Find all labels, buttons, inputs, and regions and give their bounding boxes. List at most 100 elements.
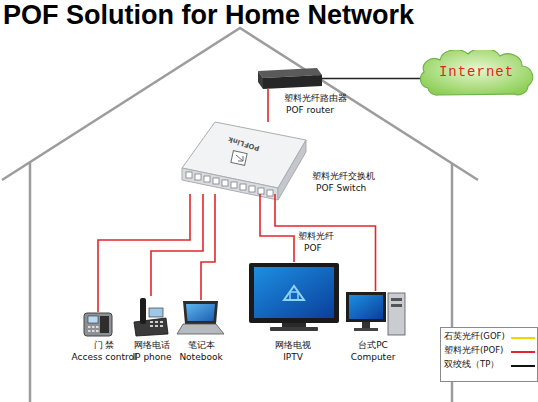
brand-label: POFLink bbox=[228, 134, 261, 151]
ip-phone-icon bbox=[150, 325, 153, 327]
device-label: POF Switch bbox=[316, 184, 366, 194]
cloud-outline bbox=[420, 50, 532, 95]
computer-icon bbox=[362, 322, 370, 328]
notebook-icon bbox=[177, 301, 224, 334]
ip-phone-icon bbox=[160, 325, 163, 327]
legend-box bbox=[511, 351, 535, 353]
ip-phone-icon bbox=[155, 325, 158, 327]
ip-phone-icon bbox=[140, 298, 146, 324]
router-box: 塑料光纤路由器POF router bbox=[255, 68, 322, 89]
iptv-icon bbox=[254, 267, 334, 318]
switch-ports bbox=[186, 172, 192, 178]
internet-cloud: Internet bbox=[418, 50, 535, 98]
access-control-icon bbox=[84, 313, 112, 336]
switch-icon bbox=[278, 140, 306, 200]
switch-ports bbox=[258, 188, 264, 194]
notebook-icon bbox=[177, 324, 224, 334]
access-control-icon bbox=[88, 326, 99, 332]
access-control-icon bbox=[96, 326, 99, 328]
device-label: IP phone bbox=[132, 353, 171, 363]
fiber-connector bbox=[275, 194, 376, 291]
device-label: Computer bbox=[351, 353, 396, 363]
access-control-icon bbox=[88, 330, 91, 332]
iptv-icon bbox=[249, 263, 339, 323]
device-label: POF router bbox=[286, 106, 334, 116]
fiber-connector bbox=[151, 194, 203, 296]
device-label: 网络电话 bbox=[134, 341, 170, 351]
computer-icon bbox=[388, 293, 405, 335]
fiber-connector bbox=[322, 78, 421, 80]
switch-ports bbox=[249, 186, 255, 192]
iptv-icon bbox=[284, 286, 304, 300]
device-label: 台式PC bbox=[358, 341, 388, 351]
device-box: 网络电视IPTV bbox=[248, 262, 340, 332]
house-outline bbox=[29, 162, 32, 402]
access-control-icon bbox=[88, 326, 91, 328]
router-icon bbox=[258, 71, 263, 89]
cable-label: 塑料光纤 bbox=[298, 232, 334, 242]
router-icon bbox=[258, 68, 322, 89]
device-label: IPTV bbox=[283, 353, 303, 363]
house-outline bbox=[2, 28, 478, 180]
computer-icon bbox=[354, 328, 378, 331]
legend-text: 双绞线（TP） bbox=[444, 360, 499, 369]
device-label: 笔记本 bbox=[188, 341, 215, 351]
ip-phone-icon bbox=[150, 321, 153, 323]
access-control-icon bbox=[84, 313, 112, 336]
iptv-icon bbox=[249, 263, 339, 331]
switch-box: 塑料光纤交换机POF Switch bbox=[178, 122, 306, 194]
device-label: 塑料光纤路由器 bbox=[284, 94, 347, 104]
iptv-icon bbox=[270, 327, 318, 331]
switch-ports bbox=[267, 190, 273, 196]
device-label: 网络电视 bbox=[275, 341, 311, 351]
diagram-title: POF Solution for Home Network bbox=[3, 1, 414, 31]
switch-ports bbox=[222, 180, 228, 186]
house-outline bbox=[2, 28, 478, 402]
ip-phone-icon bbox=[134, 318, 168, 336]
cloud-label: Internet bbox=[439, 65, 514, 80]
device-label: 塑料光纤交换机 bbox=[312, 172, 375, 182]
ip-phone-icon bbox=[160, 321, 163, 323]
device-label: Access control bbox=[72, 353, 137, 363]
iptv-icon bbox=[282, 323, 306, 327]
iptv-icon bbox=[290, 292, 298, 300]
fiber-connector bbox=[267, 89, 269, 122]
computer-icon bbox=[349, 295, 383, 319]
switch-icon bbox=[182, 168, 278, 200]
ip-phone-icon bbox=[150, 321, 163, 327]
legend-box bbox=[441, 328, 538, 382]
access-control-icon bbox=[96, 330, 99, 332]
cable-label: POF bbox=[304, 244, 322, 254]
router-icon bbox=[263, 75, 322, 89]
access-control-icon bbox=[100, 316, 109, 333]
device-label: 门 禁 bbox=[94, 341, 115, 351]
computer-icon bbox=[391, 304, 402, 307]
ip-phone-icon bbox=[155, 321, 158, 323]
switch-ports bbox=[240, 184, 246, 190]
switch-icon bbox=[231, 151, 247, 166]
switch-ports bbox=[204, 176, 210, 182]
access-control-icon bbox=[88, 316, 98, 323]
device-label: Notebook bbox=[179, 353, 222, 363]
device-box: 笔记本Notebook bbox=[177, 300, 225, 335]
computer-icon bbox=[391, 298, 402, 301]
device-box: 台式PCComputer bbox=[345, 291, 406, 336]
fiber-connector bbox=[260, 194, 294, 262]
device-box: 门 禁Access control bbox=[83, 312, 113, 337]
ip-phone-icon bbox=[134, 298, 168, 336]
legend-box bbox=[511, 337, 535, 339]
computer-icon bbox=[346, 292, 405, 335]
fiber-connector bbox=[201, 194, 215, 300]
legend-text: 塑料光纤(POF) bbox=[444, 346, 503, 355]
notebook-icon bbox=[186, 304, 215, 321]
switch-ports bbox=[195, 174, 201, 180]
switch-ports bbox=[231, 182, 237, 188]
ip-phone-icon bbox=[149, 308, 163, 317]
notebook-icon bbox=[183, 301, 218, 324]
switch-ports bbox=[213, 178, 219, 184]
legend-box bbox=[441, 328, 538, 382]
legend-box bbox=[511, 365, 535, 367]
access-control-icon bbox=[92, 326, 95, 328]
access-control-icon bbox=[92, 330, 95, 332]
